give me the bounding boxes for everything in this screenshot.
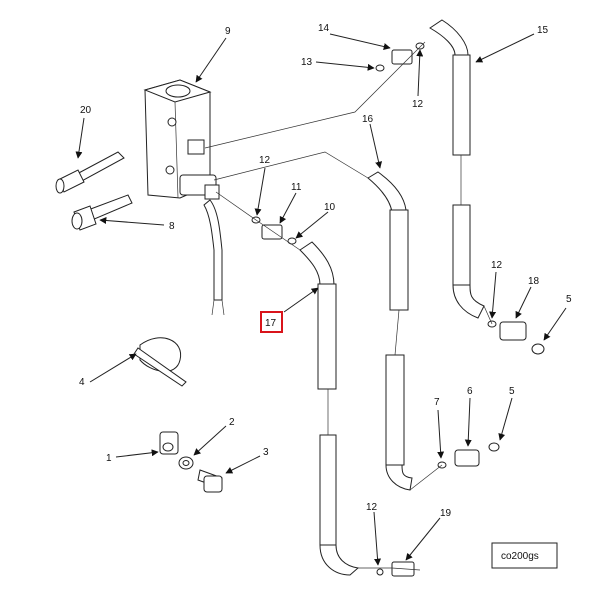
callout-10: 10 bbox=[295, 202, 336, 239]
svg-text:6: 6 bbox=[467, 386, 473, 397]
callout-8: 8 bbox=[99, 217, 175, 232]
hose-part-17 bbox=[299, 241, 360, 576]
callout-11: 11 bbox=[279, 182, 302, 224]
svg-text:20: 20 bbox=[80, 105, 92, 116]
fitting-part-14 bbox=[375, 42, 425, 72]
highlight-box bbox=[260, 311, 283, 333]
fitting-part-11 bbox=[251, 216, 297, 245]
svg-text:5: 5 bbox=[566, 294, 572, 305]
svg-text:8: 8 bbox=[169, 221, 175, 232]
callout-5-bottom: 5 bbox=[498, 386, 515, 441]
manifold-block bbox=[143, 79, 225, 316]
callout-3: 3 bbox=[225, 447, 269, 474]
svg-text:14: 14 bbox=[318, 23, 330, 34]
callouts: 1 2 3 4 5 5 6 bbox=[75, 23, 572, 566]
callout-2: 2 bbox=[193, 417, 235, 456]
fitting-part-18 bbox=[487, 320, 545, 355]
bolt-part-20 bbox=[55, 151, 125, 194]
svg-text:11: 11 bbox=[291, 182, 302, 193]
hose-part-16 bbox=[367, 171, 413, 491]
hose-part-15 bbox=[429, 19, 485, 319]
cable-tie-part-4 bbox=[133, 337, 187, 387]
callout-12-manifold: 12 bbox=[254, 155, 271, 216]
svg-text:13: 13 bbox=[301, 57, 313, 68]
callout-15: 15 bbox=[475, 25, 549, 63]
callout-4: 4 bbox=[79, 353, 137, 388]
svg-text:5: 5 bbox=[509, 386, 515, 397]
svg-text:4: 4 bbox=[79, 377, 85, 388]
callout-18: 18 bbox=[515, 276, 540, 319]
fitting-part-6 bbox=[437, 442, 500, 469]
svg-text:3: 3 bbox=[263, 447, 269, 458]
svg-text:12: 12 bbox=[366, 502, 378, 513]
connection-lines bbox=[204, 41, 493, 571]
svg-text:16: 16 bbox=[362, 114, 374, 125]
callout-7: 7 bbox=[434, 397, 445, 459]
callout-17-highlighted[interactable]: 17 bbox=[260, 287, 319, 333]
svg-text:18: 18 bbox=[528, 276, 540, 287]
callout-5-right: 5 bbox=[543, 294, 572, 341]
washer-part-2 bbox=[178, 456, 194, 470]
svg-text:7: 7 bbox=[434, 397, 440, 408]
callout-20: 20 bbox=[75, 105, 92, 159]
svg-text:17: 17 bbox=[265, 318, 277, 329]
bolt-part-8 bbox=[71, 194, 133, 231]
svg-text:19: 19 bbox=[440, 508, 452, 519]
callout-14: 14 bbox=[318, 23, 391, 50]
callout-12-bottom: 12 bbox=[366, 502, 382, 566]
callout-13: 13 bbox=[301, 57, 375, 71]
svg-text:15: 15 bbox=[537, 25, 549, 36]
svg-text:12: 12 bbox=[259, 155, 271, 166]
bracket-part-1 bbox=[159, 431, 179, 455]
reference-code-box: co200gs bbox=[491, 542, 558, 569]
svg-text:12: 12 bbox=[412, 99, 424, 110]
svg-text:2: 2 bbox=[229, 417, 235, 428]
screw-part-3 bbox=[197, 469, 223, 493]
svg-text:9: 9 bbox=[225, 26, 231, 37]
callout-12-top: 12 bbox=[412, 49, 424, 110]
callout-9: 9 bbox=[195, 26, 231, 83]
svg-text:10: 10 bbox=[324, 202, 336, 213]
callout-16: 16 bbox=[362, 114, 383, 169]
svg-text:12: 12 bbox=[491, 260, 503, 271]
svg-text:1: 1 bbox=[106, 453, 112, 464]
callout-12-right: 12 bbox=[489, 260, 503, 319]
callout-6: 6 bbox=[464, 386, 473, 447]
callout-19: 19 bbox=[405, 508, 452, 561]
callout-1: 1 bbox=[106, 449, 159, 464]
reference-code: co200gs bbox=[501, 551, 539, 562]
